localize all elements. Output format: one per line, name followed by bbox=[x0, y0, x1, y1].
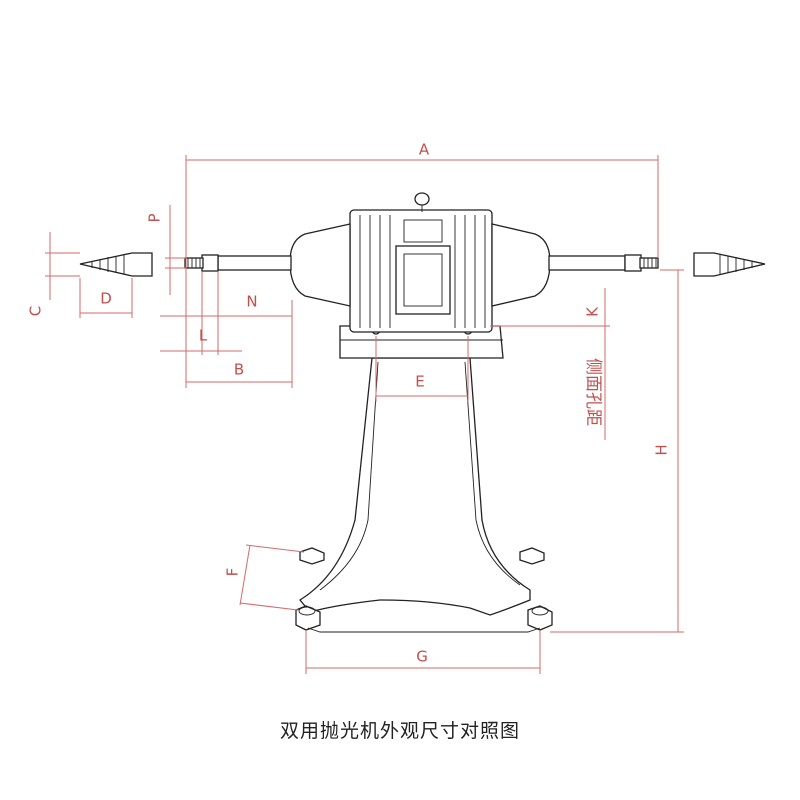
shaft-thread-left bbox=[184, 257, 204, 269]
label-side-hole-distance: 侧面孔距 bbox=[583, 358, 603, 426]
shaft-collar-left bbox=[201, 254, 219, 272]
dimension-lines bbox=[45, 155, 684, 674]
foot-back-left bbox=[299, 547, 325, 565]
foot-back-right bbox=[519, 547, 545, 565]
shaft-collar-right bbox=[624, 254, 642, 272]
foot-right bbox=[527, 605, 553, 631]
label-N: N bbox=[246, 293, 257, 311]
label-E: E bbox=[415, 373, 424, 391]
taper-spindle-right bbox=[693, 252, 766, 277]
lifting-eye bbox=[414, 192, 430, 206]
end-cap-left bbox=[289, 223, 351, 307]
label-G: G bbox=[416, 648, 428, 666]
foot-hole-left bbox=[298, 606, 316, 616]
machine-drawing bbox=[79, 192, 766, 633]
label-B: B bbox=[234, 361, 244, 379]
base-plate bbox=[307, 627, 541, 633]
label-L: L bbox=[199, 327, 208, 345]
label-C: C bbox=[27, 306, 45, 316]
label-D: D bbox=[100, 290, 112, 308]
taper-spindle-left bbox=[79, 252, 153, 277]
motor-fins bbox=[359, 215, 486, 328]
pedestal-column bbox=[299, 357, 531, 616]
shaft-thread-right bbox=[639, 257, 659, 269]
diagram-caption: 双用抛光机外观尺寸对照图 bbox=[279, 720, 520, 742]
foot-left bbox=[295, 605, 321, 631]
terminal-box bbox=[395, 245, 451, 315]
terminal-box-inner bbox=[403, 253, 443, 307]
dimension-labels: A P C D N L B E K 侧面孔距 H F G bbox=[27, 141, 671, 666]
shaft-right bbox=[548, 255, 626, 271]
label-A: A bbox=[419, 141, 430, 159]
label-F: F bbox=[224, 568, 242, 577]
end-cap-right bbox=[491, 223, 551, 307]
label-K: K bbox=[584, 306, 602, 317]
pedestal-inner-right bbox=[464, 361, 521, 586]
label-P: P bbox=[146, 213, 164, 222]
foot-hole-right bbox=[531, 606, 549, 616]
nameplate bbox=[403, 219, 443, 243]
label-H: H bbox=[653, 444, 671, 455]
pedestal-inner-left bbox=[319, 361, 379, 591]
shaft-left bbox=[217, 255, 292, 271]
